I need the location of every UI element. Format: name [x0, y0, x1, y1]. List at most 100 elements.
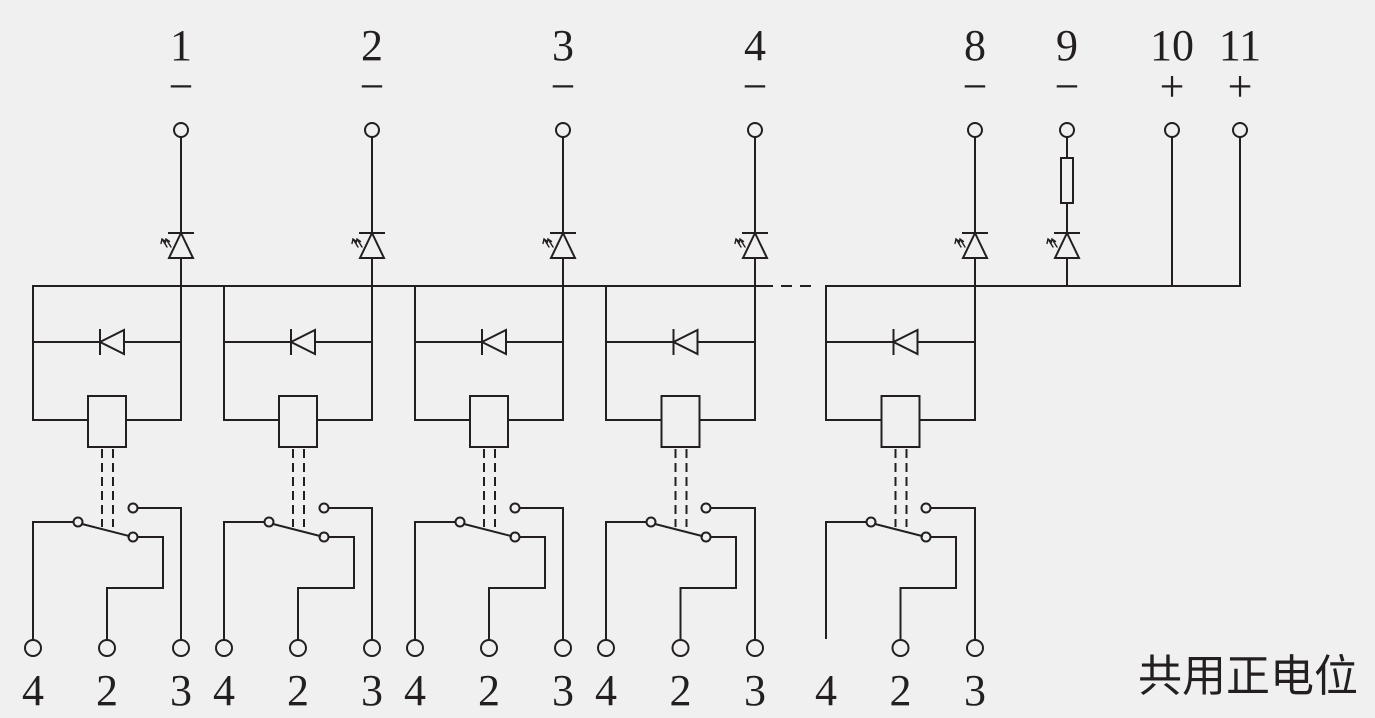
light-emission-arrows-icon: [542, 237, 554, 248]
switch-contact-closed: [920, 531, 932, 543]
changeover-switch: [32, 502, 182, 641]
output-terminal-label: 3: [744, 666, 766, 715]
led-triangle: [961, 230, 989, 259]
top-terminal-label: 3: [552, 21, 574, 70]
relay-module-2: 4 2 3: [213, 285, 383, 715]
relay-coil: [87, 395, 127, 448]
mechanical-linkage: [894, 449, 908, 527]
light-arrow-head: [954, 237, 961, 245]
output-terminal-label: 2: [96, 666, 118, 715]
led-icon: [160, 230, 195, 259]
output-terminal-label: 3: [170, 666, 192, 715]
closed-contact-wire: [679, 536, 737, 641]
light-arrow-head: [351, 237, 358, 245]
closed-contact-wire: [899, 536, 957, 641]
output-terminal: [554, 639, 572, 657]
led-icon: [734, 230, 769, 259]
output-terminal-label: 2: [478, 666, 500, 715]
output-terminal: [966, 639, 984, 657]
top-terminal-label: 1: [170, 21, 192, 70]
flyback-diode-icon: [671, 328, 699, 356]
relay-coil: [660, 395, 701, 448]
switch-contact-open: [127, 502, 139, 514]
open-contact-wire: [518, 507, 564, 641]
top-terminal-4: 4−: [734, 21, 769, 287]
polarity-sign: −: [963, 62, 988, 111]
switch-pivot: [72, 516, 84, 528]
polarity-sign: −: [1055, 62, 1080, 111]
led-icon: [954, 230, 989, 259]
terminal-circle: [1232, 122, 1248, 138]
terminal-circle: [364, 122, 380, 138]
diode-triangle: [671, 328, 699, 356]
output-terminal: [746, 639, 764, 657]
top-terminal-2: 2−: [351, 21, 386, 287]
top-terminal-6: 9−: [1046, 21, 1081, 287]
output-terminal: [98, 639, 116, 657]
top-terminal-label: 2: [361, 21, 383, 70]
relay-module-4: 4 2 3: [595, 285, 766, 715]
polarity-sign: +: [1228, 62, 1253, 111]
light-arrow-head: [546, 237, 553, 245]
switch-blade: [462, 522, 513, 538]
diode-triangle: [288, 328, 316, 356]
output-terminal-label: 4: [595, 666, 617, 715]
flyback-diode-icon: [97, 328, 125, 356]
polarity-sign: +: [1160, 62, 1185, 111]
diode-triangle: [479, 328, 507, 356]
terminal-circle: [555, 122, 571, 138]
switch-blade: [653, 522, 704, 538]
open-contact-wire: [327, 507, 373, 641]
output-terminal: [671, 639, 690, 657]
switch-blade: [271, 522, 322, 538]
output-terminal: [289, 639, 307, 657]
output-terminal-label: 2: [287, 666, 309, 715]
top-terminal-3: 3−: [542, 21, 577, 287]
led-triangle: [358, 230, 386, 259]
common-contact-wire: [32, 521, 75, 641]
light-emission-arrows-icon: [351, 237, 363, 248]
output-terminal-label: 4: [22, 666, 44, 715]
output-terminal-label: 3: [361, 666, 383, 715]
led-icon: [1046, 230, 1081, 259]
open-contact-wire: [136, 507, 182, 641]
changeover-switch: [825, 502, 976, 641]
top-terminal-label: 4: [744, 21, 766, 70]
top-terminal-label: 11: [1219, 21, 1261, 70]
light-emission-arrows-icon: [160, 237, 172, 248]
switch-pivot: [263, 516, 275, 528]
resistor: [1060, 157, 1074, 204]
output-terminal-label: 2: [670, 666, 692, 715]
flyback-diode-icon: [891, 328, 919, 356]
polarity-sign: −: [743, 62, 768, 111]
output-terminal: [406, 639, 424, 657]
switch-blade: [873, 522, 924, 538]
changeover-switch: [223, 502, 373, 641]
mechanical-linkage: [292, 449, 305, 527]
light-arrow-head: [958, 237, 965, 245]
led-triangle: [741, 230, 769, 259]
output-terminal-label: 3: [964, 666, 986, 715]
polarity-sign: −: [169, 62, 194, 111]
open-contact-wire: [929, 507, 976, 641]
mechanical-linkage: [483, 449, 496, 527]
switch-contact-closed: [509, 531, 521, 543]
open-contact-wire: [709, 507, 756, 641]
output-terminal-label: 3: [552, 666, 574, 715]
top-terminal-5: 8−: [954, 21, 989, 287]
relay-module-1: 4 2 3: [22, 285, 192, 715]
terminal-circle: [967, 122, 983, 138]
output-terminal: [597, 639, 615, 657]
output-terminal: [215, 639, 233, 657]
output-terminal-label: 4: [213, 666, 235, 715]
light-arrow-head: [734, 237, 741, 245]
flyback-diode-icon: [479, 328, 507, 356]
closed-contact-wire: [297, 536, 355, 641]
diode-triangle: [891, 328, 919, 356]
top-terminal-1: 1−: [160, 21, 195, 287]
switch-contact-open: [509, 502, 521, 514]
diode-triangle: [97, 328, 125, 356]
switch-pivot: [645, 516, 657, 528]
